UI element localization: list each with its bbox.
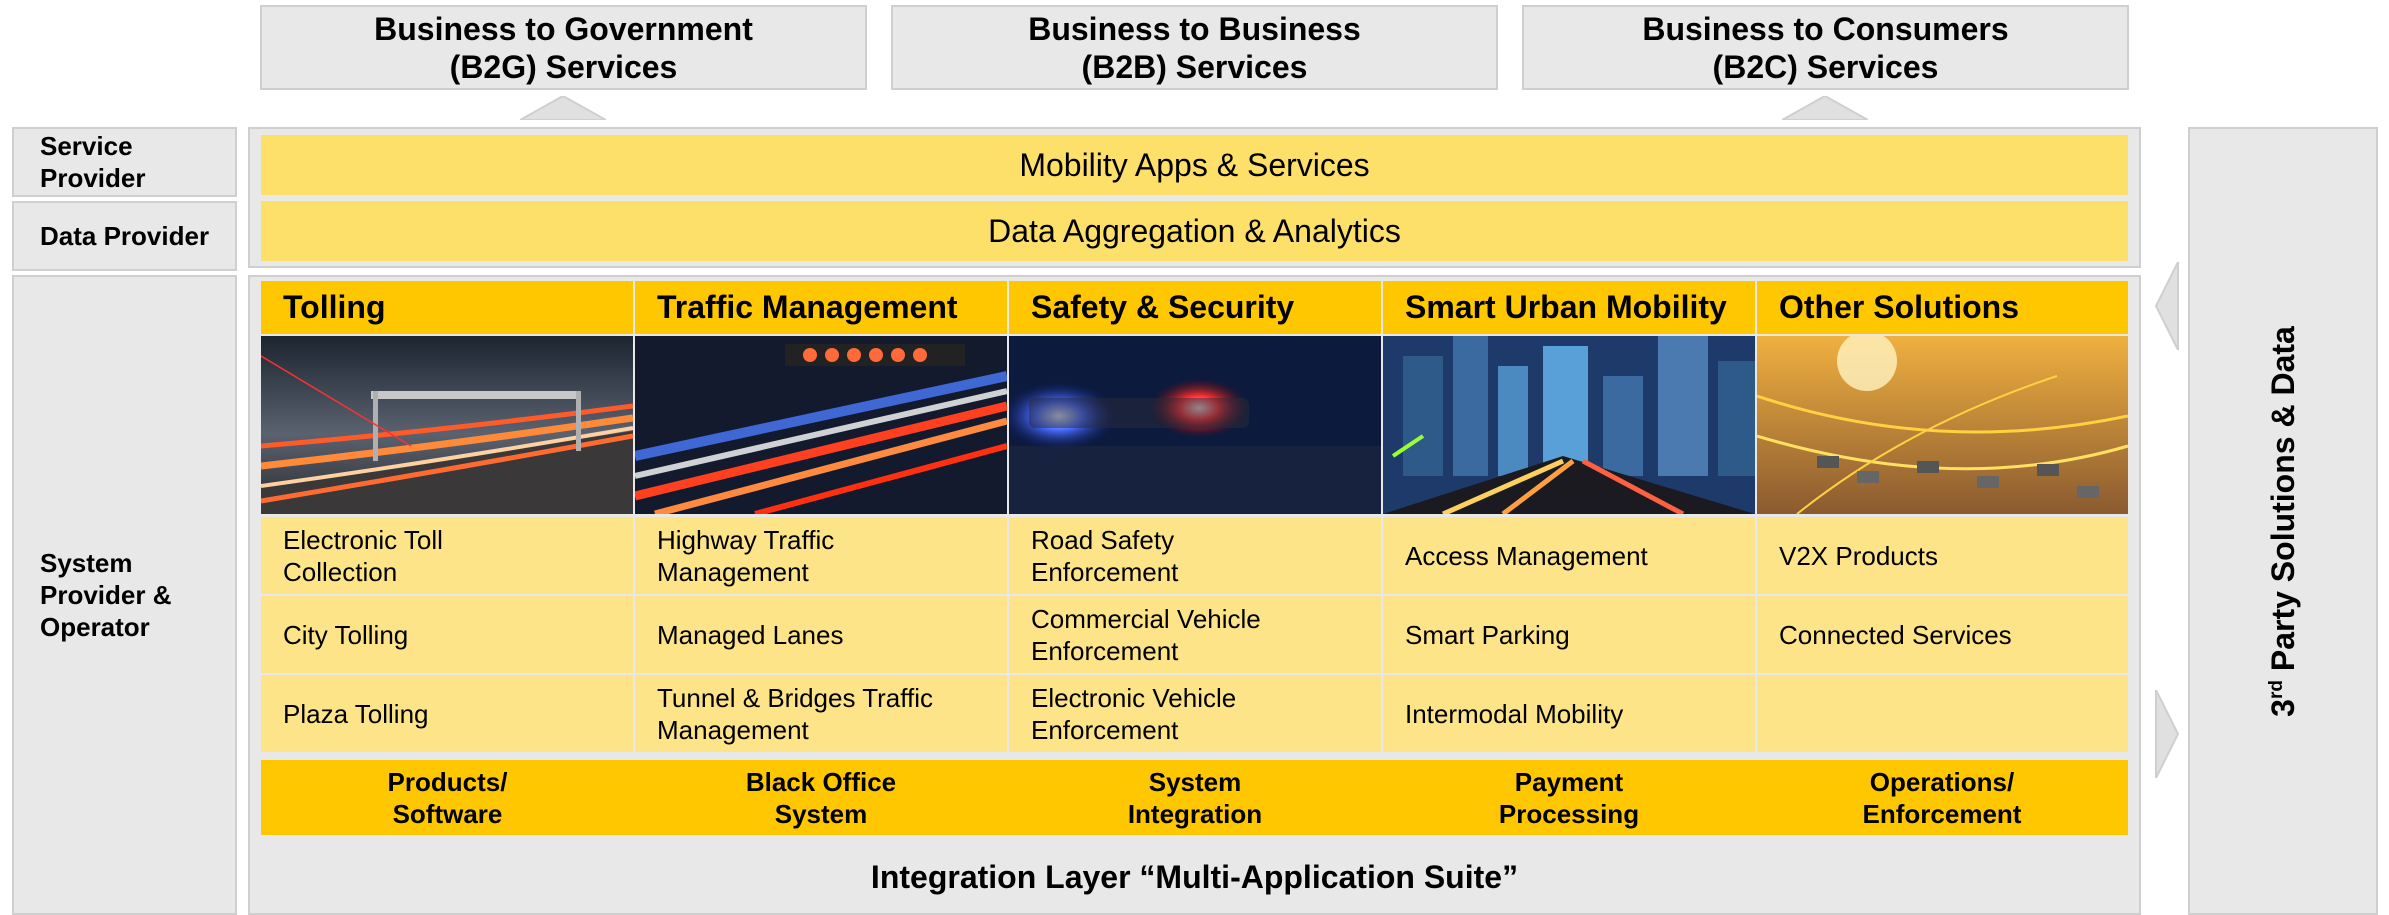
city-skyline-photo	[1383, 336, 1755, 514]
solution-cell: Electronic Vehicle Enforcement	[1009, 675, 1381, 752]
solution-cell: City Tolling	[261, 596, 633, 673]
integration-layer-label: Integration Layer “Multi-Application Sui…	[870, 858, 1519, 895]
data-aggregation-layer: Data Aggregation & Analytics	[261, 201, 2128, 261]
solution-cell: Highway Traffic Management	[635, 517, 1007, 594]
right-arrow-icon	[2155, 690, 2180, 778]
solution-cell: Plaza Tolling	[261, 675, 633, 752]
data-provider-label: Data Provider	[12, 201, 237, 271]
solution-cell: V2X Products	[1757, 517, 2128, 594]
capability-payment-processing: Payment Processing	[1382, 760, 1756, 835]
third-party-superscript: rd	[2265, 679, 2287, 699]
up-arrow-icon	[1782, 96, 1868, 120]
service-provider-label: Service Provider	[12, 127, 237, 197]
solution-cell: Intermodal Mobility	[1383, 675, 1755, 752]
third-party-rest: Party Solutions & Data	[2264, 325, 2301, 680]
left-arrow-icon	[2154, 262, 2179, 350]
column-header-smart-urban-mobility: Smart Urban Mobility	[1383, 281, 1755, 334]
up-arrow-icon	[520, 96, 606, 120]
capability-products-software: Products/ Software	[261, 760, 634, 835]
connected-traffic-photo	[1757, 336, 2128, 514]
b2c-services-box: Business to Consumers (B2C) Services	[1522, 5, 2129, 90]
solution-cell: Road Safety Enforcement	[1009, 517, 1381, 594]
capability-black-office-system: Black Office System	[634, 760, 1008, 835]
column-header-safety-security: Safety & Security	[1009, 281, 1381, 334]
mobility-apps-layer: Mobility Apps & Services	[261, 135, 2128, 195]
solution-cell: Access Management	[1383, 517, 1755, 594]
b2g-services-box: Business to Government (B2G) Services	[260, 5, 867, 90]
tolling-highway-gantry-photo	[261, 336, 633, 514]
solution-cell: Commercial Vehicle Enforcement	[1009, 596, 1381, 673]
b2b-services-box: Business to Business (B2B) Services	[891, 5, 1498, 90]
column-header-other-solutions: Other Solutions	[1757, 281, 2128, 334]
solution-cell: Electronic Toll Collection	[261, 517, 633, 594]
system-provider-operator-label: System Provider & Operator	[12, 275, 237, 915]
solution-cell: Managed Lanes	[635, 596, 1007, 673]
solution-cell: Connected Services	[1757, 596, 2128, 673]
capability-operations-enforcement: Operations/ Enforcement	[1756, 760, 2128, 835]
police-light-photo	[1009, 336, 1381, 514]
solution-cell: Tunnel & Bridges Traffic Management	[635, 675, 1007, 752]
solution-cell: Smart Parking	[1383, 596, 1755, 673]
traffic-light-trails-photo	[635, 336, 1007, 514]
third-party-solutions-panel: 3rd Party Solutions & Data	[2188, 127, 2378, 915]
column-header-tolling: Tolling	[261, 281, 633, 334]
third-party-solutions-label: 3rd Party Solutions & Data	[2265, 326, 2302, 717]
column-header-traffic-management: Traffic Management	[635, 281, 1007, 334]
third-party-prefix: 3	[2264, 698, 2301, 717]
solution-cell	[1757, 675, 2128, 752]
capability-system-integration: System Integration	[1008, 760, 1382, 835]
